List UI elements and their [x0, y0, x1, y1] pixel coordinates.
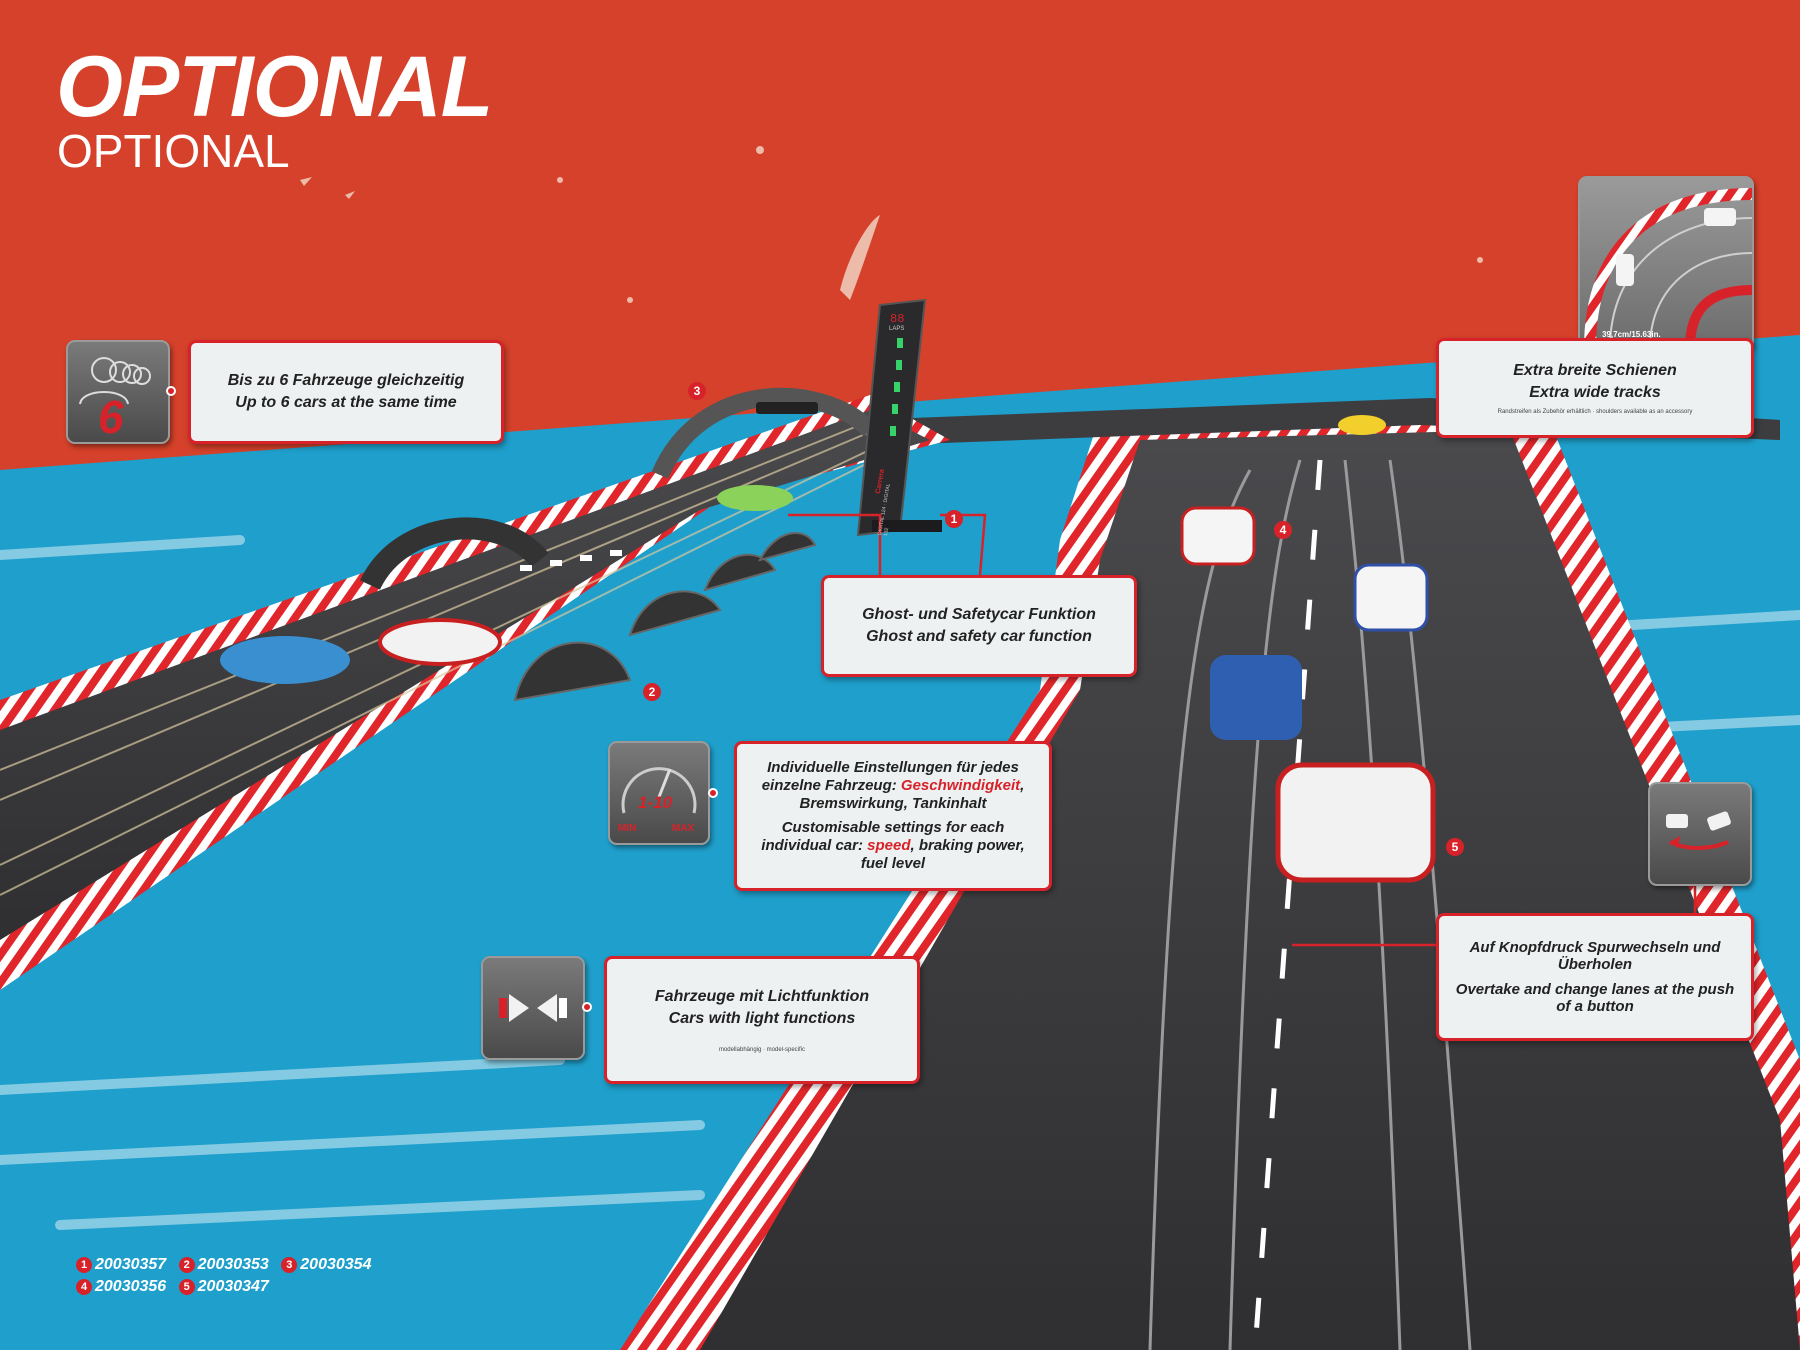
gauge-max: MAX: [672, 823, 695, 834]
marker-1: 1: [945, 510, 963, 528]
settings-en-text: Customisable settings for each individua…: [761, 819, 1005, 854]
wide-track-icon: 39,7cm/15.63in.: [1578, 176, 1754, 350]
settings-de-rest: , Bremswirkung, Tankinhalt: [799, 777, 1025, 812]
callout-lights-en: Cars with light functions: [668, 1009, 856, 1027]
part-code: 20030357: [95, 1256, 167, 1273]
part-badge: 3: [281, 1257, 298, 1273]
part-code: 20030347: [197, 1278, 269, 1295]
gauge-icon: [621, 767, 697, 814]
marker-3: 3: [688, 382, 706, 400]
settings-en-rest: , braking power, fuel level: [860, 837, 1025, 872]
part-badge: 4: [76, 1279, 92, 1295]
callout-six-cars-de: Bis zu 6 Fahrzeuge gleichzeitig: [227, 372, 465, 390]
start-arch: [651, 387, 877, 479]
gauge-range: 1-10: [638, 793, 673, 812]
car-porsche: [1180, 506, 1256, 566]
lap-counters: [513, 532, 817, 702]
connector-dot: [708, 788, 718, 798]
callout-six-cars: Bis zu 6 Fahrzeuge gleichzeitig Up to 6 …: [188, 340, 504, 444]
settings-en-highlight: speed: [867, 837, 911, 854]
callout-wide-tracks-note: Randstreifen als Zubehör erhältlich · sh…: [1497, 408, 1693, 415]
speed-gauge-icon: 1-10 MIN MAX: [608, 741, 710, 845]
left-track: [0, 410, 930, 940]
callout-ghost-de: Ghost- und Safetycar Funktion: [862, 606, 1096, 624]
marker-2: 2: [643, 683, 661, 701]
callout-lights-de: Fahrzeuge mit Lichtfunktion: [654, 988, 870, 1006]
arch-lights: [756, 402, 818, 414]
callout-wide-tracks-de: Extra breite Schienen: [1513, 362, 1677, 380]
callout-ghost: Ghost- und Safetycar Funktion Ghost and …: [821, 575, 1137, 677]
lane-change-icon: [1666, 811, 1731, 850]
center-dashes: [1252, 459, 1323, 1350]
page-title: OPTIONAL: [56, 39, 493, 135]
dimension-label: 39,7cm/15.63in.: [1602, 330, 1661, 339]
part-badge: 5: [178, 1279, 195, 1295]
connector-dot: [582, 1002, 592, 1012]
callout-wide-tracks-en: Extra wide tracks: [1529, 383, 1661, 401]
tunnel-arch: [360, 517, 549, 591]
connector-dot: [166, 386, 176, 396]
start-line: [520, 550, 622, 571]
car-white-left: [378, 618, 502, 666]
driver-silhouettes-icon: [79, 357, 151, 405]
callout-settings-de: Individuelle Einstellungen für jedes ein…: [747, 759, 1039, 813]
car-green: [717, 485, 793, 511]
splatters: [300, 146, 1483, 303]
callout-settings: Individuelle Einstellungen für jedes ein…: [734, 741, 1052, 891]
callout-six-cars-en: Up to 6 cars at the same time: [235, 394, 457, 411]
car-ferrari: [1275, 762, 1436, 883]
headlight-icon: [499, 994, 567, 1022]
callout-lanes: Auf Knopfdruck Spurwechseln und Überhole…: [1436, 913, 1754, 1041]
tower-laps: LAPS: [889, 326, 905, 332]
marker-4: 4: [1274, 521, 1292, 539]
part-code: 20030356: [95, 1278, 167, 1295]
part-badge: 2: [178, 1257, 195, 1273]
curve-track-icon: [1584, 188, 1753, 349]
part-code: 20030353: [197, 1256, 269, 1273]
callout-ghost-en: Ghost and safety car function: [866, 628, 1092, 645]
page-subtitle: OPTIONAL: [57, 125, 290, 177]
callout-lanes-en: Overtake and change lanes at the push of…: [1455, 981, 1735, 1016]
settings-de-highlight: Geschwindigkeit: [900, 777, 1021, 794]
car-audi: [1210, 655, 1302, 740]
six-cars-icon: 6: [66, 340, 170, 444]
part-badge: 1: [76, 1257, 92, 1273]
callout-lights-note: modellabhängig · model-specific: [718, 1046, 806, 1053]
car-blue-left: [220, 636, 350, 684]
six-cars-number: 6: [98, 391, 124, 443]
position-tower: 88: [856, 298, 942, 537]
callout-settings-en: Customisable settings for each individua…: [747, 819, 1039, 873]
car-bmw: [1353, 563, 1429, 632]
car-yellow: [1338, 415, 1386, 435]
svg-text:88: 88: [890, 312, 904, 326]
settings-de-text: Individuelle Einstellungen für jedes ein…: [761, 759, 1019, 794]
lights-icon-box: [481, 956, 585, 1060]
race-cars: [220, 415, 1436, 883]
callout-lanes-de: Auf Knopfdruck Spurwechseln und Überhole…: [1469, 938, 1721, 973]
callout-wide-tracks: Extra breite Schienen Extra wide tracks …: [1436, 338, 1754, 438]
lane-change-icon-box: [1648, 782, 1752, 886]
part-code: 20030354: [300, 1256, 372, 1273]
gauge-min: MIN: [618, 823, 637, 834]
marker-5: 5: [1446, 838, 1464, 856]
callout-lights: Fahrzeuge mit Lichtfunktion Cars with li…: [604, 956, 920, 1084]
right-road: [700, 430, 1800, 1350]
